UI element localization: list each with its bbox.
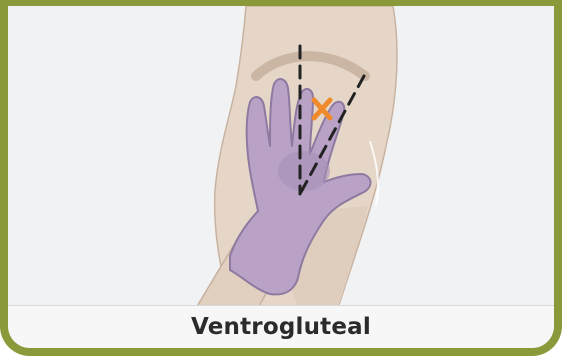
caption-bar: Ventrogluteal [8, 305, 554, 348]
ventrogluteal-illustration [8, 6, 554, 308]
figure-caption: Ventrogluteal [191, 314, 371, 340]
